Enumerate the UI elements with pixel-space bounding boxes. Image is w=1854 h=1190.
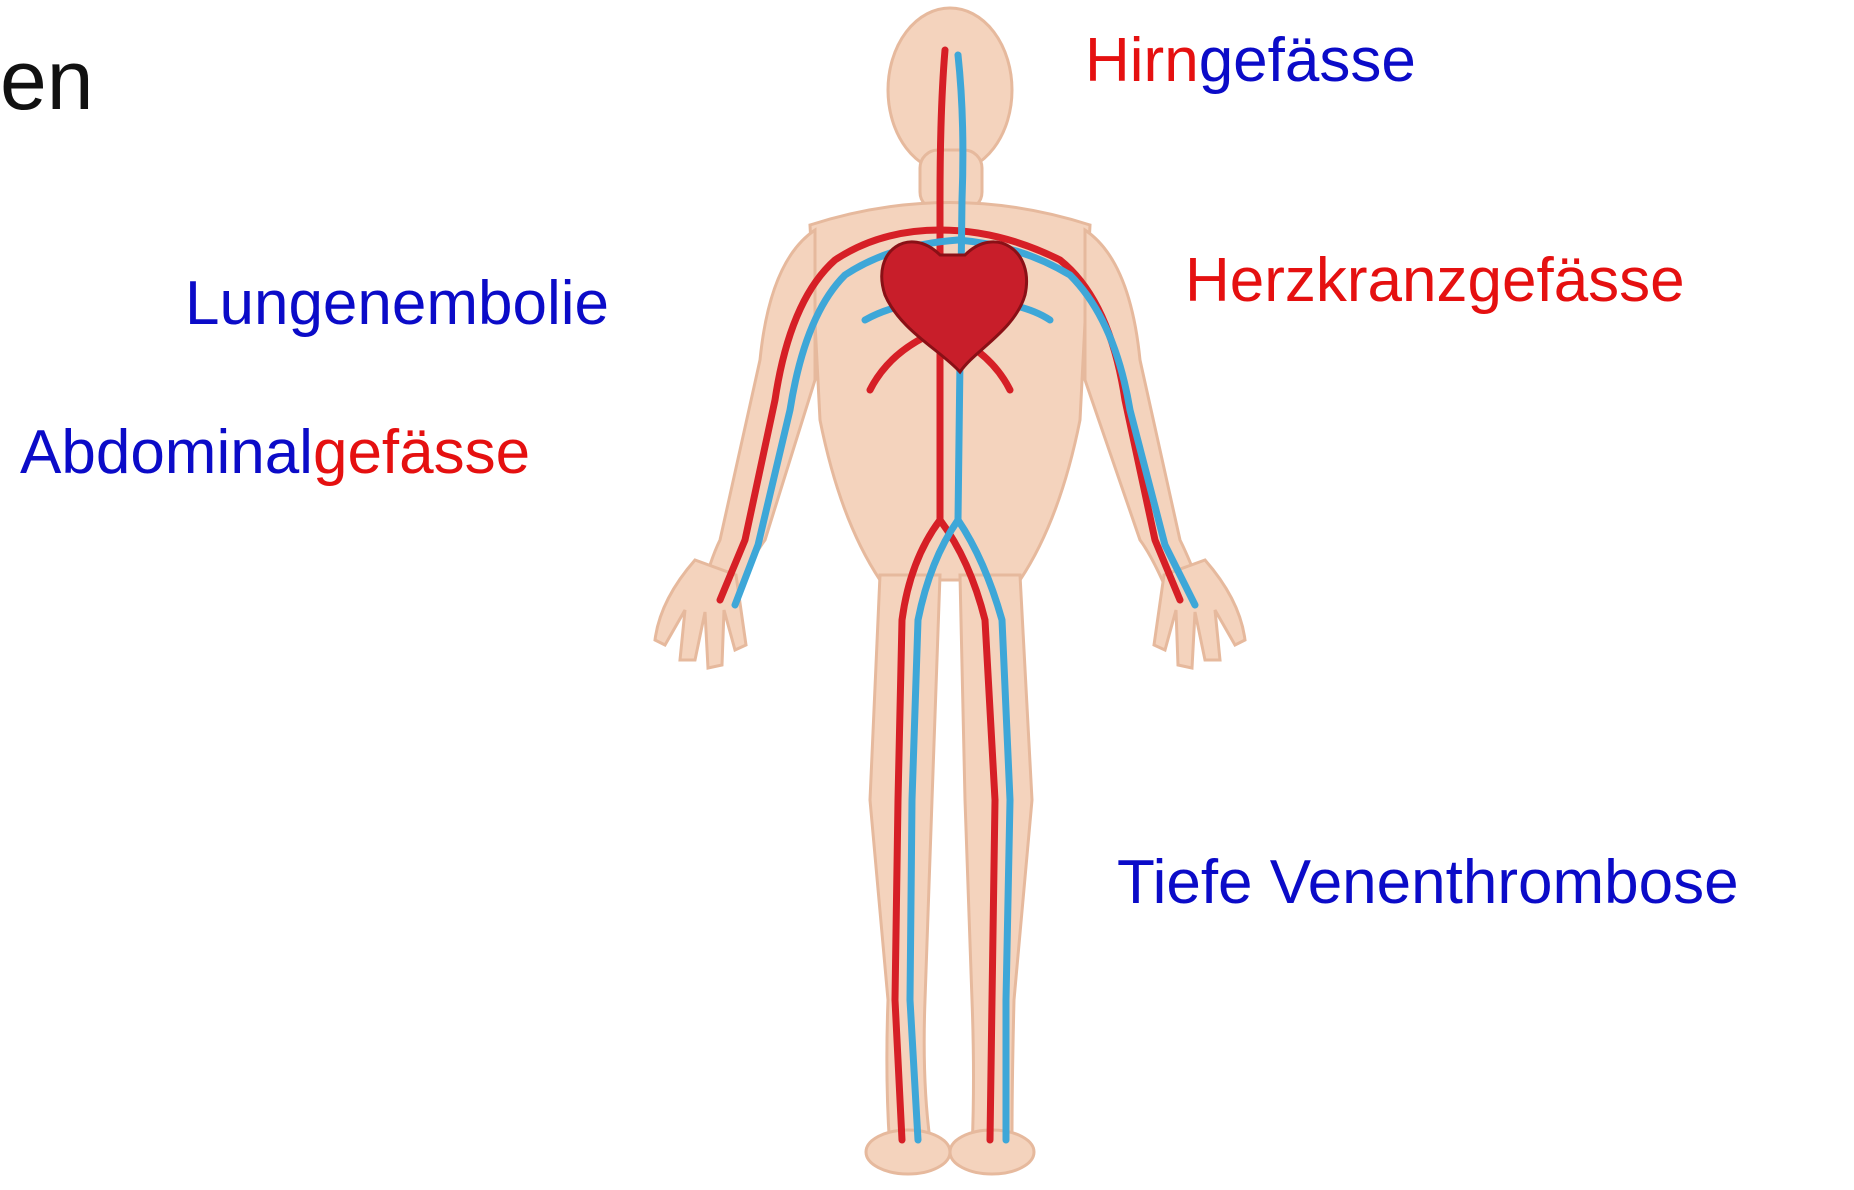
slide-title-fragment: en bbox=[0, 38, 93, 122]
label-abdominal-part: Abdominal bbox=[20, 418, 313, 487]
label-abdominalgefaesse: Abdominalgefässe bbox=[20, 422, 530, 484]
label-gefaesse-part: gefässe bbox=[313, 418, 530, 487]
human-circulatory-system-illustration bbox=[640, 0, 1260, 1190]
label-lungenembolie: Lungenembolie bbox=[185, 273, 609, 335]
